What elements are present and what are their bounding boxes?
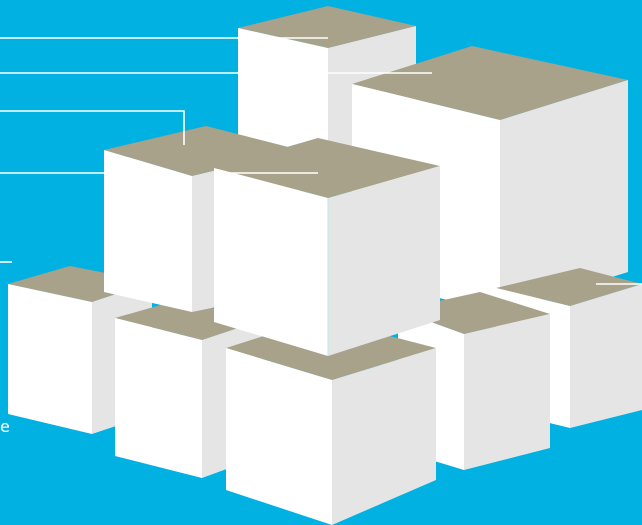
edge-glyph: e <box>0 418 10 436</box>
cube-left-face <box>8 284 92 434</box>
cube-right-face <box>570 284 642 428</box>
middle-center-cube <box>214 138 440 356</box>
cube-right-face <box>464 314 550 470</box>
cube-left-face <box>104 150 192 312</box>
cube-left-face <box>115 318 202 478</box>
